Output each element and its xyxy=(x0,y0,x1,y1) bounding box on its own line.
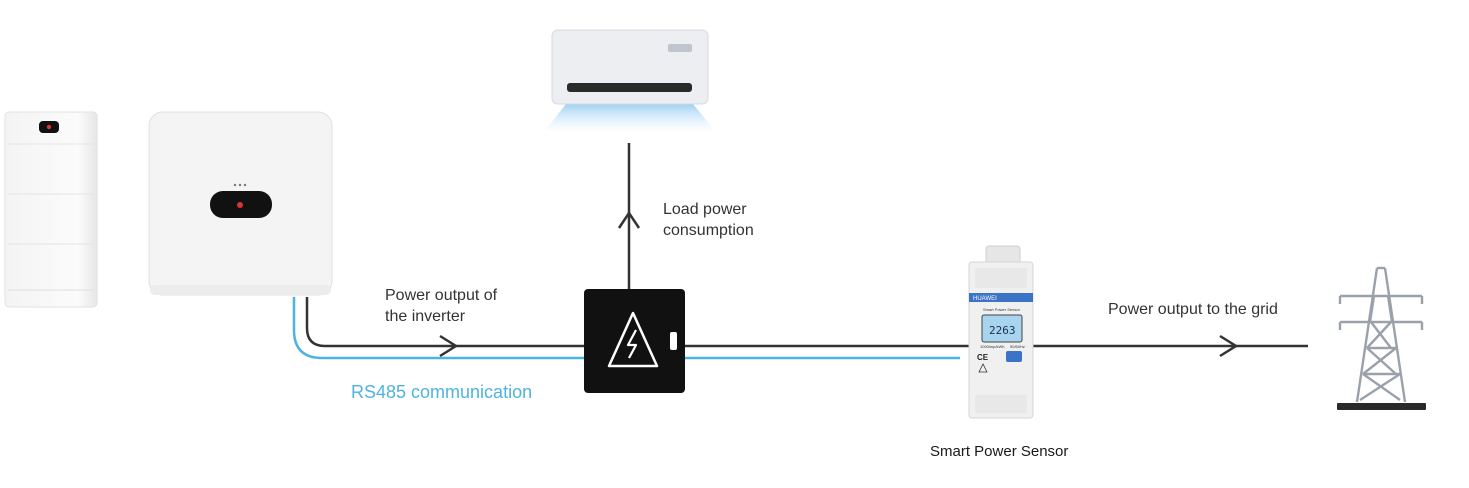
load-box xyxy=(584,289,685,393)
power-pylon-icon xyxy=(1338,266,1424,403)
load-label-line1: Load power xyxy=(663,201,747,218)
meter-brand-text: HUAWEI xyxy=(973,296,997,302)
inverter-power-line xyxy=(305,297,585,348)
meter-reading: 2263 xyxy=(989,324,1016,337)
smart-power-sensor-icon: HUAWEI Smart Power Sensor 2263 1000imp/k… xyxy=(968,245,1034,419)
inverter-icon xyxy=(148,111,333,296)
meter-spec-text: 1000imp/kWh xyxy=(980,344,1004,349)
inverter-label-line1: Power output of xyxy=(385,287,498,304)
inverter-label-line2: the inverter xyxy=(385,308,466,325)
grid-arrow-icon xyxy=(1219,334,1239,358)
rs485-line xyxy=(292,297,960,360)
battery-cabinet-icon xyxy=(4,111,98,308)
load-consumption-label: Load power consumption xyxy=(663,199,754,241)
load-arrow-icon xyxy=(617,210,641,229)
meter-ce-mark: CE xyxy=(977,353,989,362)
pylon-base xyxy=(1337,403,1426,410)
inverter-arrow-icon xyxy=(439,334,459,358)
rs485-label: RS485 communication xyxy=(351,382,533,402)
smart-power-sensor-label: Smart Power Sensor xyxy=(930,443,1069,460)
load-label-line2: consumption xyxy=(663,222,754,239)
meter-model-text: Smart Power Sensor xyxy=(983,307,1021,312)
air-conditioner-icon xyxy=(544,29,716,132)
connections xyxy=(292,143,1308,360)
meter-freq-text: 50/60Hz xyxy=(1010,344,1025,349)
warning-triangle-icon xyxy=(978,363,988,373)
grid-output-label: Power output to the grid xyxy=(1108,301,1278,318)
inverter-output-label: Power output of the inverter xyxy=(385,285,497,327)
lightning-warning-icon xyxy=(607,311,659,368)
